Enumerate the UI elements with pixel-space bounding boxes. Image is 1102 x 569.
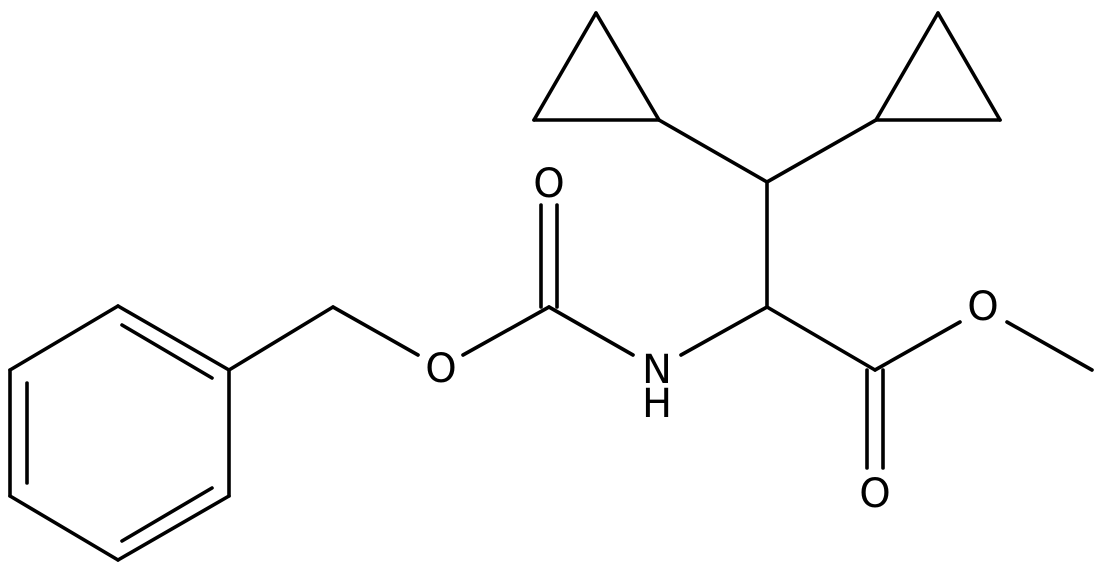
cyclopropyl-left	[532, 11, 769, 184]
carbonyl-oxygen-bottom-label: O	[859, 471, 890, 517]
amine-hydrogen-label: H	[642, 381, 672, 427]
cyclopropyl-right	[765, 11, 1002, 184]
carbonyl-oxygen-top-label: O	[533, 161, 564, 207]
ester-oxygen-right-label: O	[967, 284, 998, 330]
ester-oxygen-left-label: O	[425, 346, 456, 392]
amine-nitrogen-label: N	[642, 347, 672, 393]
benzene-ring	[8, 304, 231, 562]
benzyl-linker	[227, 305, 420, 372]
backbone	[679, 180, 1094, 470]
carbamate-group	[461, 203, 635, 357]
